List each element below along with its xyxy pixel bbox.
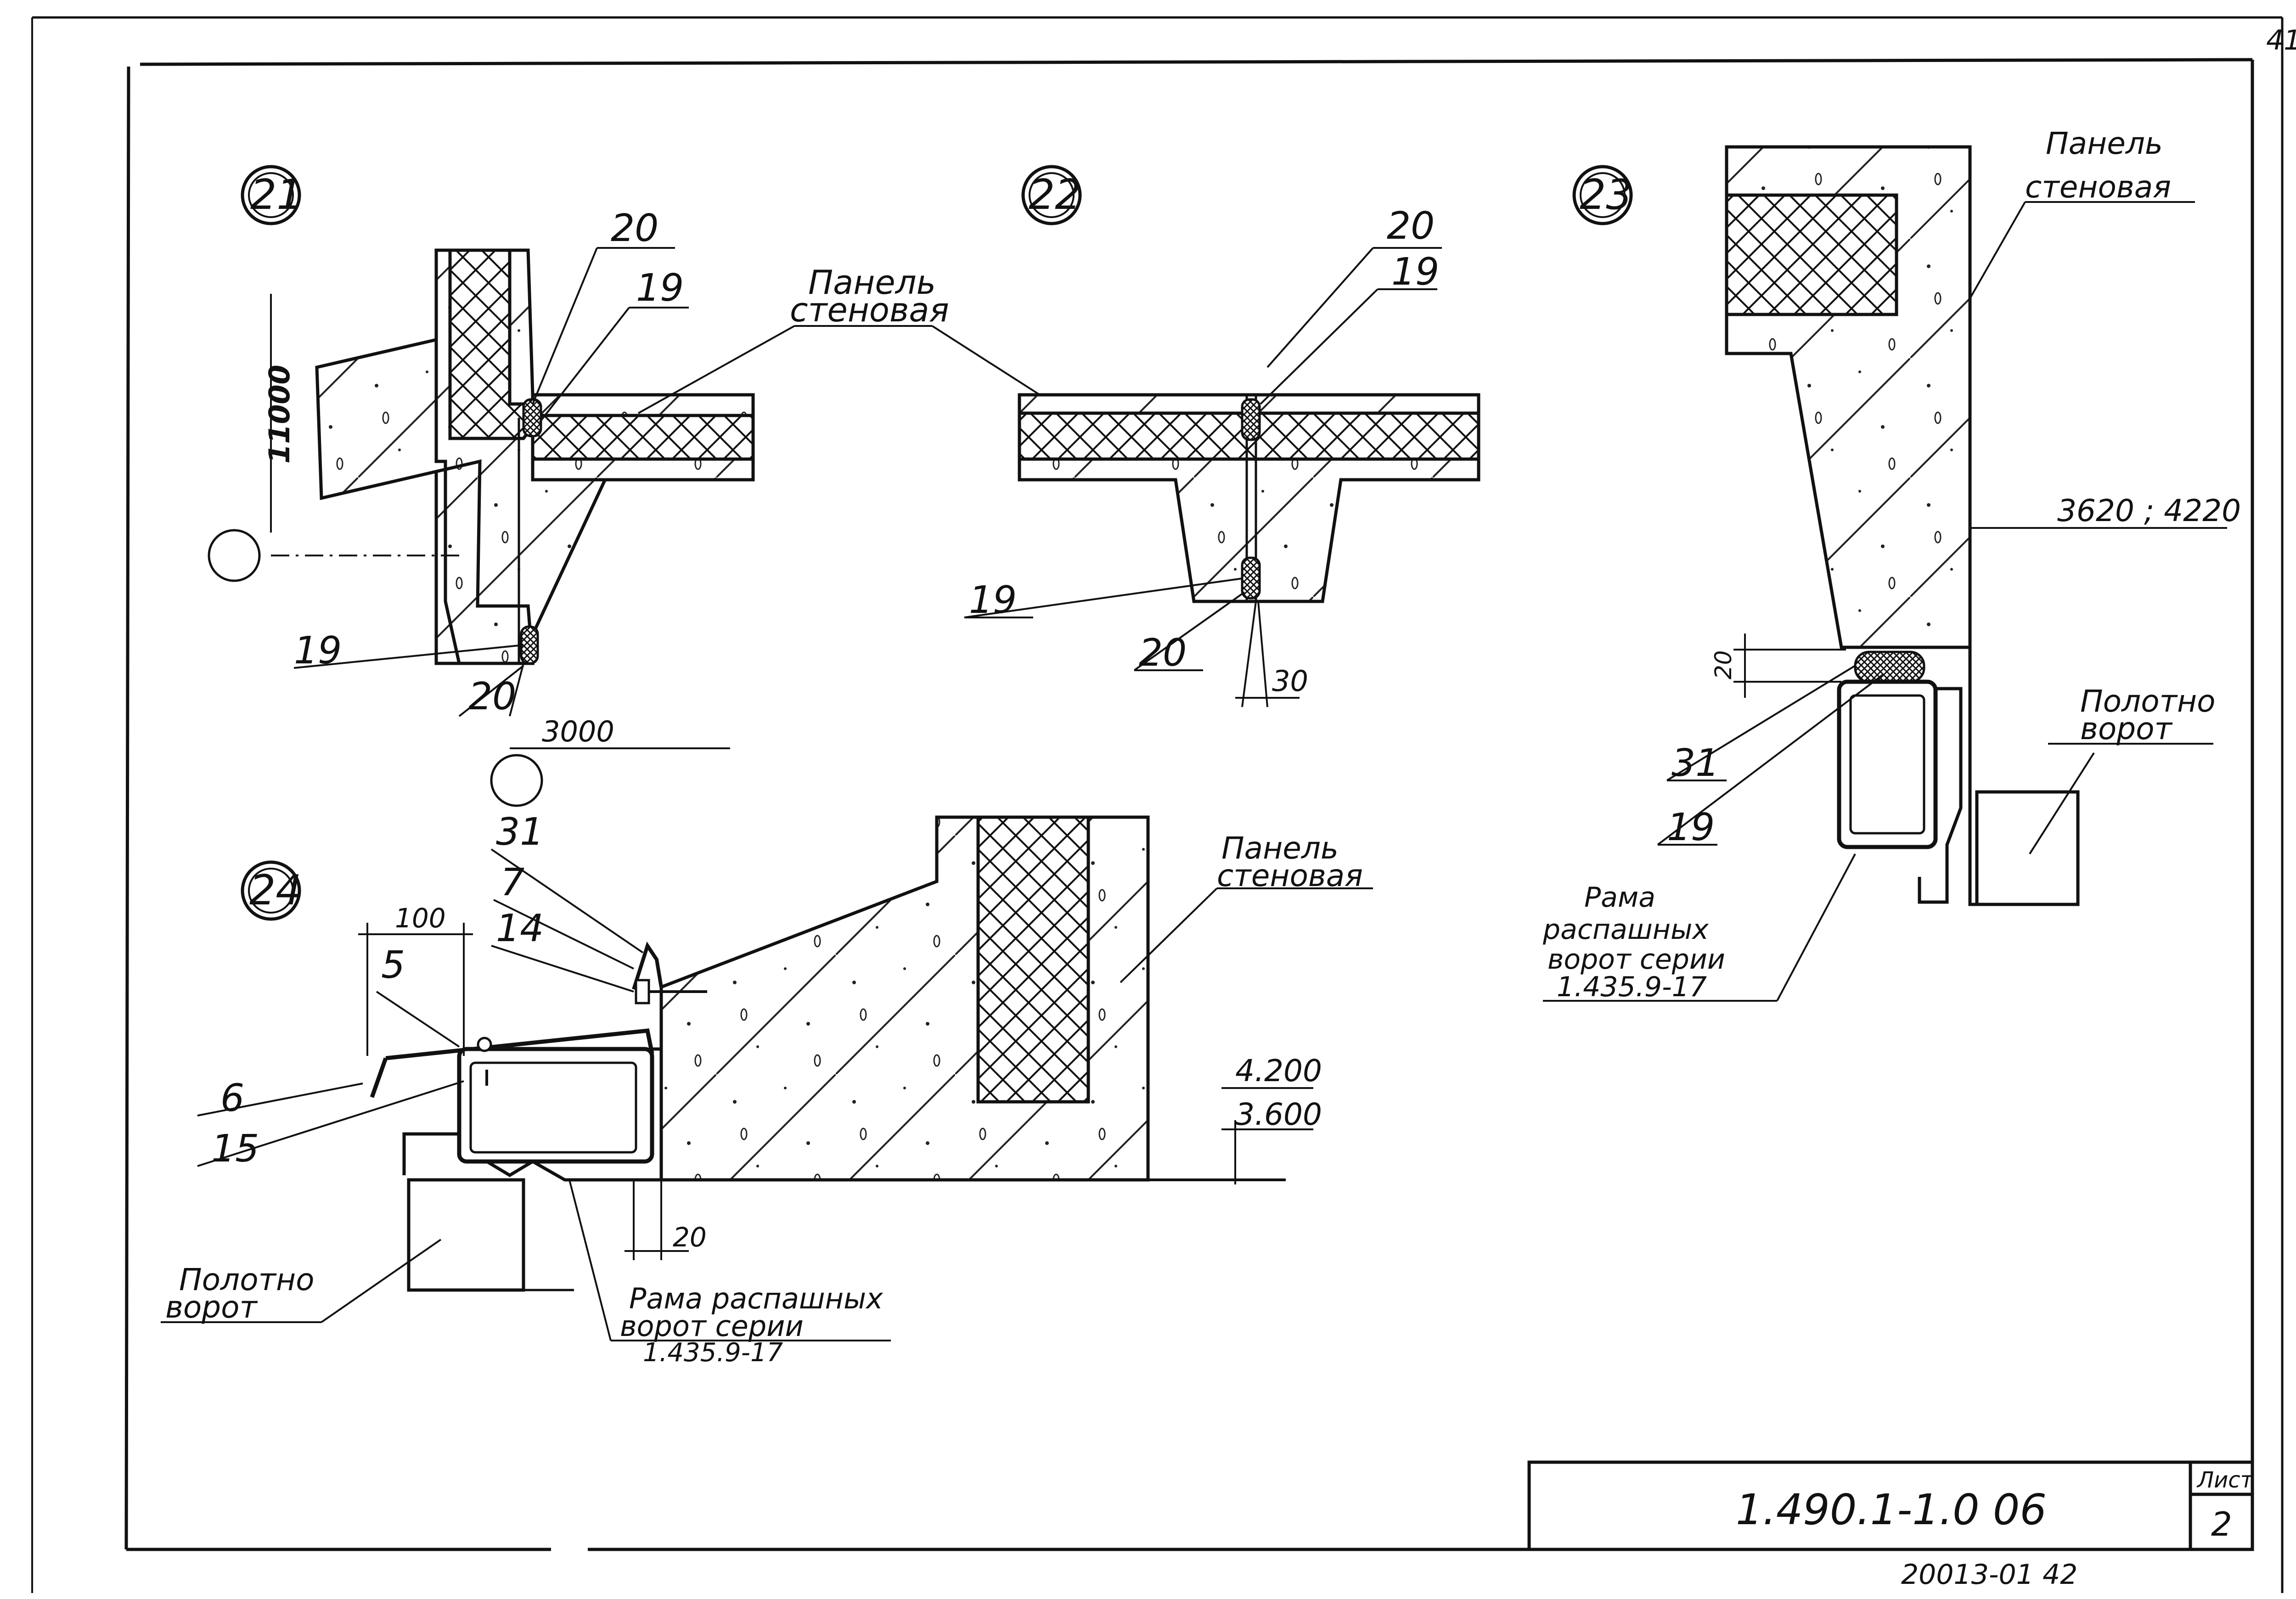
list-number: 2 bbox=[2211, 1505, 2232, 1543]
d23-dim-20: 20 bbox=[1710, 650, 1737, 679]
d24-leaf-line1: Полотно bbox=[179, 1262, 315, 1297]
detail-21: 21 bbox=[208, 165, 755, 807]
d24-mark-31: 31 bbox=[496, 810, 544, 854]
d24-mark-6: 6 bbox=[220, 1077, 244, 1120]
mark-19-top: 19 bbox=[636, 266, 684, 310]
detail-23-callout bbox=[1572, 165, 1633, 225]
d24-panel-line2: стеновая bbox=[1217, 858, 1363, 893]
list-header: Лист bbox=[2196, 1467, 2254, 1493]
detail-23: 23 bbox=[1543, 145, 2227, 1002]
d22-mark-19-top: 19 bbox=[1391, 250, 1439, 294]
detail-22-callout bbox=[1021, 165, 1082, 225]
d23-mark-19: 19 bbox=[1667, 806, 1715, 849]
detail-24: 24 bbox=[161, 815, 1373, 1341]
detail-22-number: 22 bbox=[1029, 171, 1081, 219]
panel-label-line1: Панель bbox=[808, 263, 936, 302]
detail-24-callout bbox=[241, 860, 301, 921]
d23-panel-line2: стеновая bbox=[2025, 169, 2171, 205]
detail-21-callout bbox=[241, 165, 301, 225]
d24-frame-line1: Рама распашных bbox=[629, 1282, 884, 1315]
title-block bbox=[1527, 1460, 2254, 1551]
dim-11000: 11000 bbox=[263, 365, 296, 464]
mark-20-bottom: 20 bbox=[468, 675, 516, 718]
d22-mark-20-top: 20 bbox=[1387, 204, 1435, 248]
d23-leaf-line1: Полотно bbox=[2080, 684, 2216, 719]
d24-dim-20: 20 bbox=[673, 1222, 707, 1253]
d24-elev-3600: 3.600 bbox=[1235, 1097, 1322, 1132]
panel-label-line2: стеновая bbox=[790, 291, 949, 329]
dim-3000: 3000 bbox=[542, 715, 614, 748]
d23-frame-line1: Рама bbox=[1584, 881, 1655, 914]
d24-elev-4200: 4.200 bbox=[1235, 1053, 1322, 1088]
archive-number: 20013-01 42 bbox=[1901, 1559, 2077, 1591]
d24-frame-line2: ворот серии bbox=[620, 1309, 804, 1343]
d23-frame-line2: распашных bbox=[1542, 914, 1709, 946]
d22-mark-19-bottom: 19 bbox=[969, 578, 1017, 622]
d23-frame-line3: ворот серии bbox=[1548, 943, 1725, 976]
d23-panel-line1: Панель bbox=[2046, 126, 2163, 161]
d23-mark-31: 31 bbox=[1671, 741, 1719, 785]
mark-19-bottom: 19 bbox=[294, 629, 342, 673]
detail-22: 22 bbox=[964, 165, 1480, 707]
d24-dim-100: 100 bbox=[395, 903, 446, 934]
d24-mark-14: 14 bbox=[496, 907, 544, 950]
d24-mark-7: 7 bbox=[501, 861, 524, 904]
mark-20-top: 20 bbox=[611, 207, 658, 250]
d22-mark-20-bottom: 20 bbox=[1139, 631, 1187, 675]
detail-23-number: 23 bbox=[1580, 171, 1632, 219]
d24-panel-line1: Панель bbox=[1221, 830, 1339, 866]
d23-elevation: 3620 ; 4220 bbox=[2057, 493, 2241, 528]
d24-leaf-line2: ворот bbox=[165, 1290, 259, 1325]
d24-mark-5: 5 bbox=[381, 943, 405, 987]
d24-mark-15: 15 bbox=[211, 1127, 259, 1171]
detail-24-number: 24 bbox=[249, 866, 302, 915]
page-number: 41 bbox=[2266, 24, 2296, 56]
d23-leaf-line2: ворот bbox=[2080, 711, 2173, 746]
doc-code: 1.490.1-1.0 06 bbox=[1736, 1485, 2047, 1534]
d24-frame-line3: 1.435.9-17 bbox=[643, 1338, 783, 1368]
d22-dim-30: 30 bbox=[1272, 664, 1308, 698]
detail-21-number: 21 bbox=[250, 171, 303, 219]
sheet-frame bbox=[31, 16, 2284, 1593]
d23-frame-line4: 1.435.9-17 bbox=[1557, 971, 1707, 1003]
